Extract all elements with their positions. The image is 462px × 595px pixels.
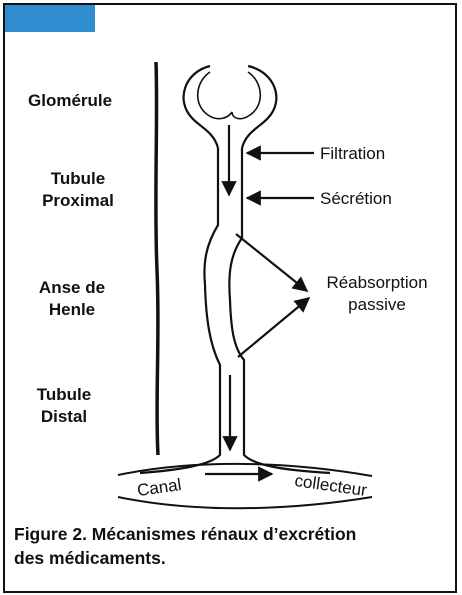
- segment-brace: [156, 62, 158, 455]
- tubule-left-wall: [140, 148, 220, 473]
- segment-label-glomerule: Glomérule: [28, 90, 112, 112]
- reabsorption-arrow-lower: [238, 298, 309, 357]
- segment-label-tubule-proximal-line1: Tubule: [24, 168, 132, 190]
- figure-caption: Figure 2. Mécanismes rénaux d’excrétion …: [14, 522, 444, 570]
- process-label-reabsorption-line1: Réabsorption: [312, 272, 442, 294]
- canal-label-right: collecteur: [293, 471, 368, 500]
- segment-label-tubule-distal-line1: Tubule: [16, 384, 112, 406]
- figure-caption-line2: des médicaments.: [14, 546, 444, 570]
- segment-label-anse-de-henle: Anse de Henle: [22, 277, 122, 321]
- segment-label-anse-line2: Henle: [22, 299, 122, 321]
- glomerulus-inner: [198, 72, 261, 119]
- process-label-filtration: Filtration: [320, 143, 385, 165]
- segment-label-tubule-proximal: Tubule Proximal: [24, 168, 132, 212]
- segment-label-anse-line1: Anse de: [22, 277, 122, 299]
- process-label-secretion: Sécrétion: [320, 188, 392, 210]
- segment-label-tubule-distal: Tubule Distal: [16, 384, 112, 428]
- canal-label-left: Canal: [136, 475, 183, 500]
- process-label-reabsorption: Réabsorption passive: [312, 272, 442, 316]
- reabsorption-arrow-upper: [236, 234, 307, 291]
- canal-bottom-wall: [118, 497, 372, 508]
- figure-caption-line1: Figure 2. Mécanismes rénaux d’excrétion: [14, 522, 444, 546]
- segment-label-tubule-distal-line2: Distal: [16, 406, 112, 428]
- segment-label-tubule-proximal-line2: Proximal: [24, 190, 132, 212]
- process-label-reabsorption-line2: passive: [312, 294, 442, 316]
